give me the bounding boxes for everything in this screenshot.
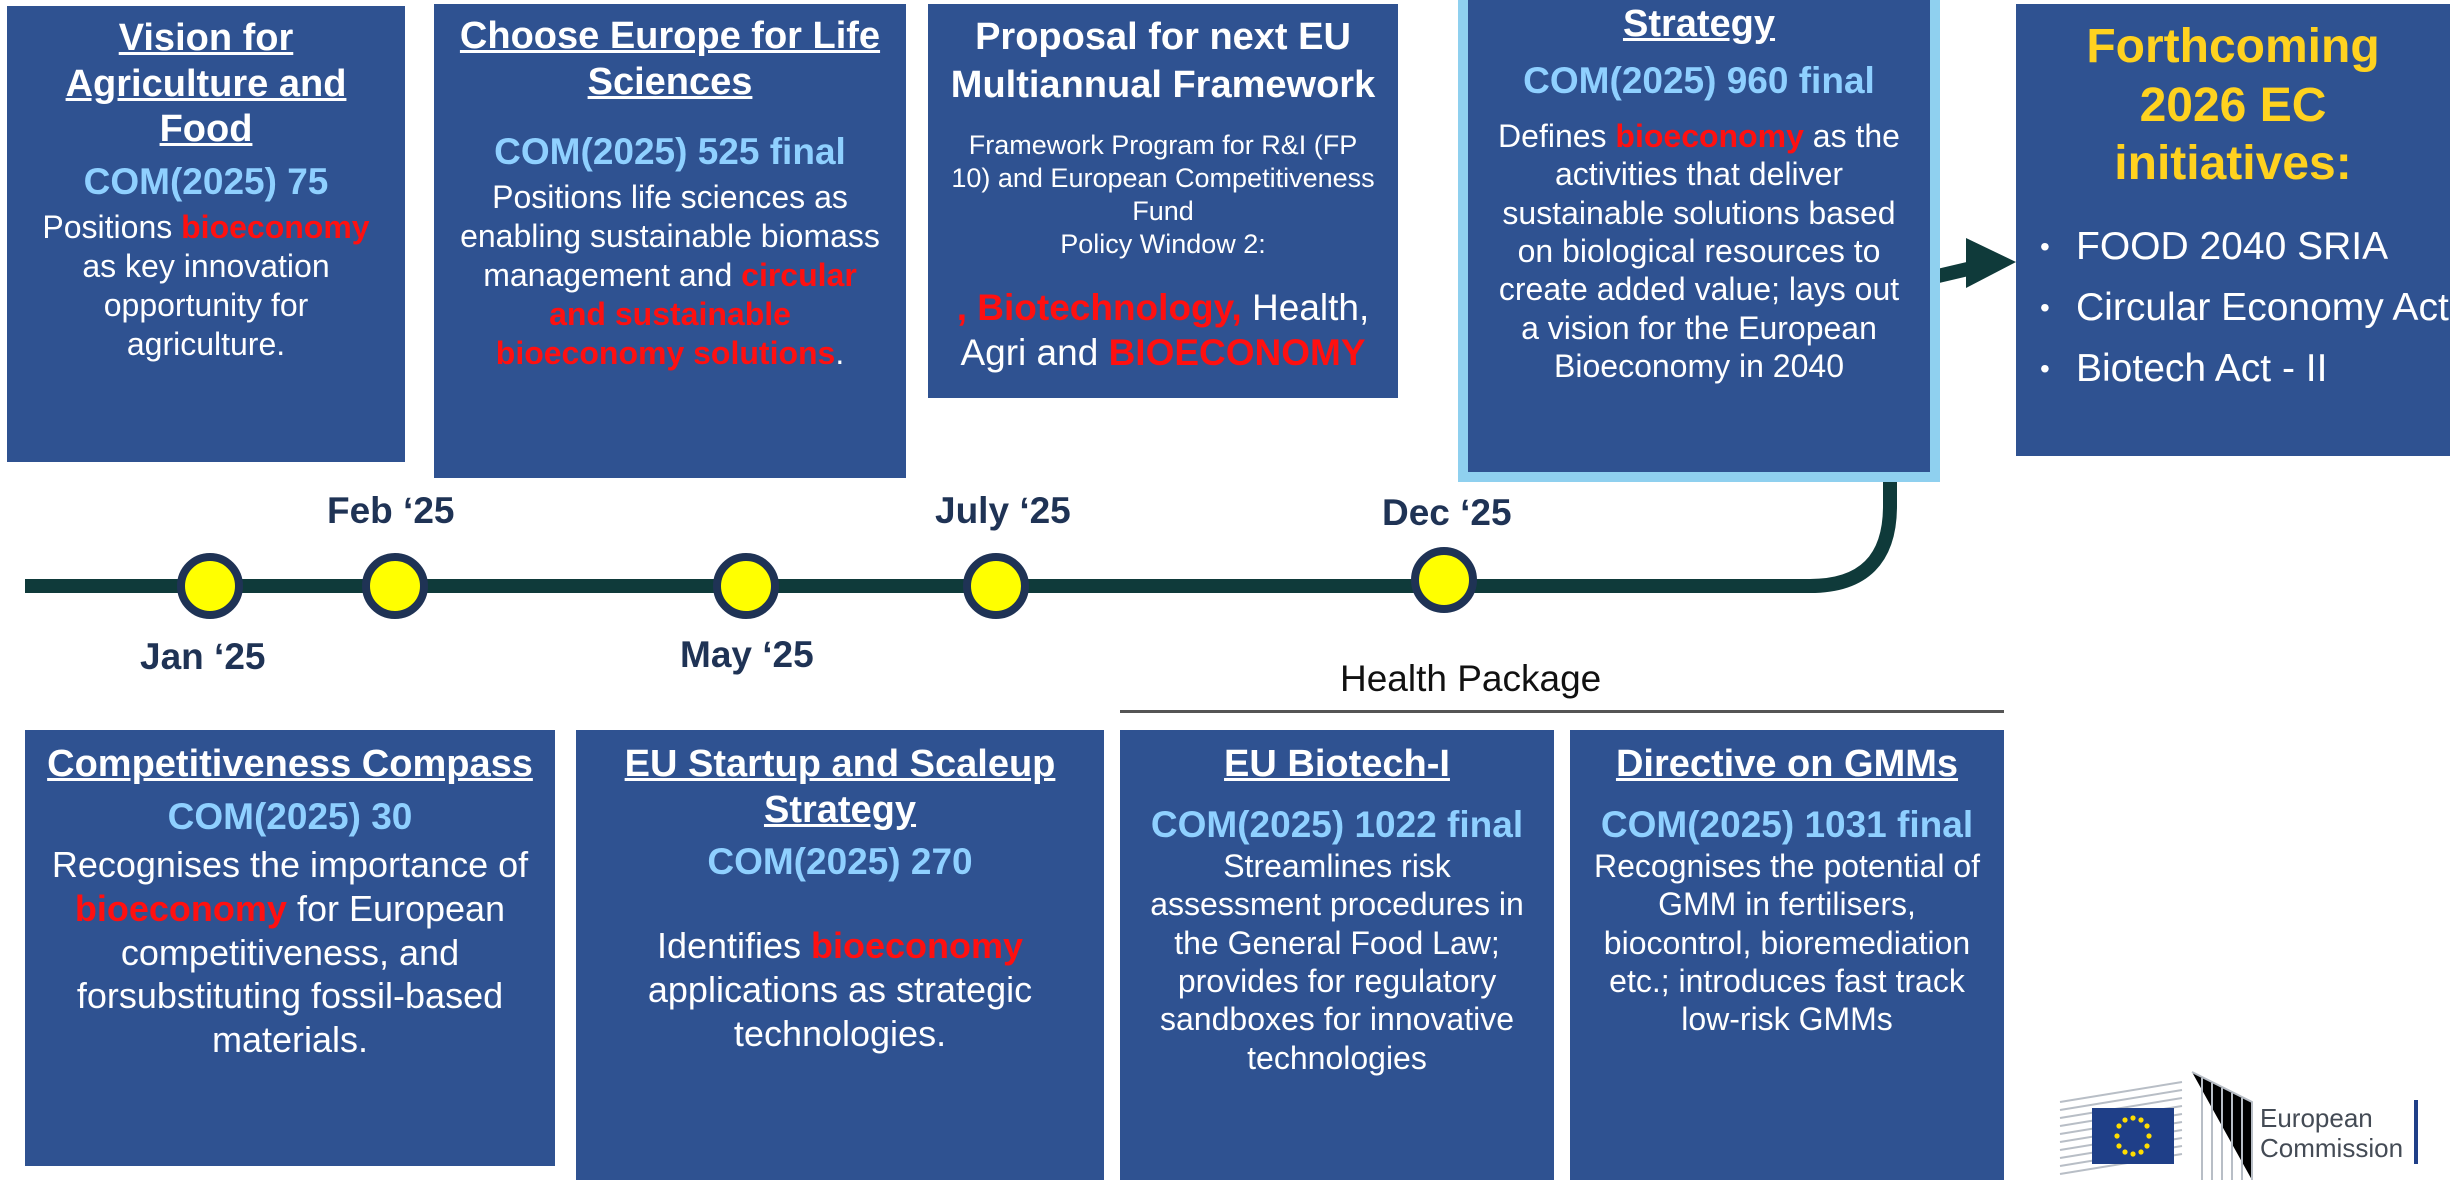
- card-vision-agriculture: Vision for Agriculture and Food COM(2025…: [7, 6, 405, 462]
- timeline-node-feb: [362, 553, 428, 619]
- forthcoming-list: •FOOD 2040 SRIA •Circular Economy Act •B…: [2040, 216, 2449, 399]
- card-body: Identifies bioeconomy applications as st…: [647, 925, 1033, 1055]
- card-title: Vision for Agriculture and Food: [65, 17, 347, 151]
- timeline-node-may: [713, 553, 779, 619]
- logo-wordmark: European Commission: [2260, 1103, 2404, 1164]
- list-item: •Circular Economy Act: [2040, 277, 2449, 338]
- card-code: COM(2025) 1022 final: [1150, 803, 1524, 845]
- eu-stars-icon: [2114, 1115, 2152, 1157]
- card-competitiveness-compass: Competitiveness Compass COM(2025) 30 Rec…: [25, 730, 555, 1166]
- forthcoming-initiatives-panel: Forthcoming 2026 EC initiatives: •FOOD 2…: [2016, 4, 2450, 456]
- card-body: Defines bioeconomy as the activities tha…: [1498, 117, 1900, 385]
- timeline-node-jan: [177, 553, 243, 619]
- card-title: Competitiveness Compass: [47, 743, 533, 785]
- bullet-icon: •: [2040, 291, 2050, 323]
- card-eu-biotech: EU Biotech-I COM(2025) 1022 final Stream…: [1120, 730, 1554, 1180]
- date-label-feb: Feb ‘25: [327, 490, 455, 531]
- card-body: Positions life sciences as enabling sust…: [460, 179, 880, 372]
- arrow-head-icon: [1966, 238, 2016, 288]
- bullet-icon: •: [2040, 230, 2050, 262]
- timeline-node-dec: [1411, 547, 1477, 613]
- card-startup-scaleup: EU Startup and Scaleup Strategy COM(2025…: [576, 730, 1104, 1180]
- date-label-jan: Jan ‘25: [140, 636, 266, 677]
- date-label-may: May ‘25: [680, 634, 814, 675]
- highlight-text: bioeconomy: [1615, 117, 1804, 154]
- card-body: Streamlines risk assessment procedures i…: [1150, 847, 1524, 1076]
- card-code: COM(2025) 1031 final: [1600, 803, 1974, 845]
- date-label-jul: July ‘25: [935, 490, 1071, 531]
- card-gmm-directive: Directive on GMMs COM(2025) 1031 final R…: [1570, 730, 2004, 1180]
- card-emphasis: , Biotechnology, Health, Agri and BIOECO…: [956, 286, 1370, 373]
- card-body-2: Policy Window 2:: [1060, 228, 1266, 259]
- european-commission-logo: [2059, 1071, 2253, 1180]
- card-body: Recognises the potential of GMM in ferti…: [1593, 847, 1981, 1038]
- list-item: •Biotech Act - II: [2040, 338, 2426, 399]
- highlight-text: , Biotechnology,: [956, 286, 1242, 328]
- card-title: EU Startup and Scaleup Strategy: [624, 743, 1056, 831]
- card-code: COM(2025) 270: [707, 841, 973, 883]
- logo-line-2: Commission: [2260, 1132, 2404, 1163]
- card-title: Directive on GMMs: [1615, 743, 1959, 785]
- card-title: EU Biotech-I: [1224, 743, 1450, 785]
- card-mff-proposal: Proposal for next EU Multiannual Framewo…: [928, 4, 1398, 398]
- health-package-divider: [1120, 710, 2004, 713]
- health-package-label: Health Package: [1340, 658, 1602, 699]
- highlight-text: bioeconomy: [181, 208, 370, 245]
- forthcoming-title: Forthcoming 2026 EC initiatives:: [2086, 20, 2380, 191]
- highlight-text: bioeconomy: [74, 887, 287, 929]
- card-body: Recognises the importance of bioeconomy …: [51, 843, 529, 1061]
- card-title: Choose Europe for Life Sciences: [459, 15, 881, 103]
- timeline-line: [25, 478, 1897, 593]
- bullet-icon: •: [2040, 352, 2050, 384]
- list-item: •FOOD 2040 SRIA: [2040, 216, 2426, 277]
- timeline-node-jul: [963, 553, 1029, 619]
- highlight-text: circular and sustainable bioeconomy solu…: [495, 257, 857, 372]
- card-body: Positions bioeconomy as key innovation o…: [42, 208, 370, 362]
- card-code: COM(2025) 525 final: [494, 131, 846, 173]
- highlight-text: BIOECONOMY: [1108, 331, 1366, 373]
- card-title: Proposal for next EU Multiannual Framewo…: [950, 16, 1376, 106]
- card-title: Strategy: [1622, 3, 1776, 45]
- card-code: COM(2025) 30: [167, 795, 413, 837]
- card-bioeconomy-strategy: Strategy COM(2025) 960 final Defines bio…: [1458, 0, 1940, 482]
- card-body: Framework Program for R&I (FP 10) and Eu…: [951, 130, 1375, 226]
- card-life-sciences: Choose Europe for Life Sciences COM(2025…: [434, 4, 906, 478]
- card-code: COM(2025) 960 final: [1523, 59, 1875, 101]
- date-label-dec: Dec ‘25: [1382, 492, 1512, 533]
- card-code: COM(2025) 75: [83, 160, 329, 202]
- highlight-text: bioeconomy: [811, 925, 1024, 967]
- logo-divider: [2414, 1100, 2418, 1164]
- logo-line-1: European: [2260, 1103, 2373, 1133]
